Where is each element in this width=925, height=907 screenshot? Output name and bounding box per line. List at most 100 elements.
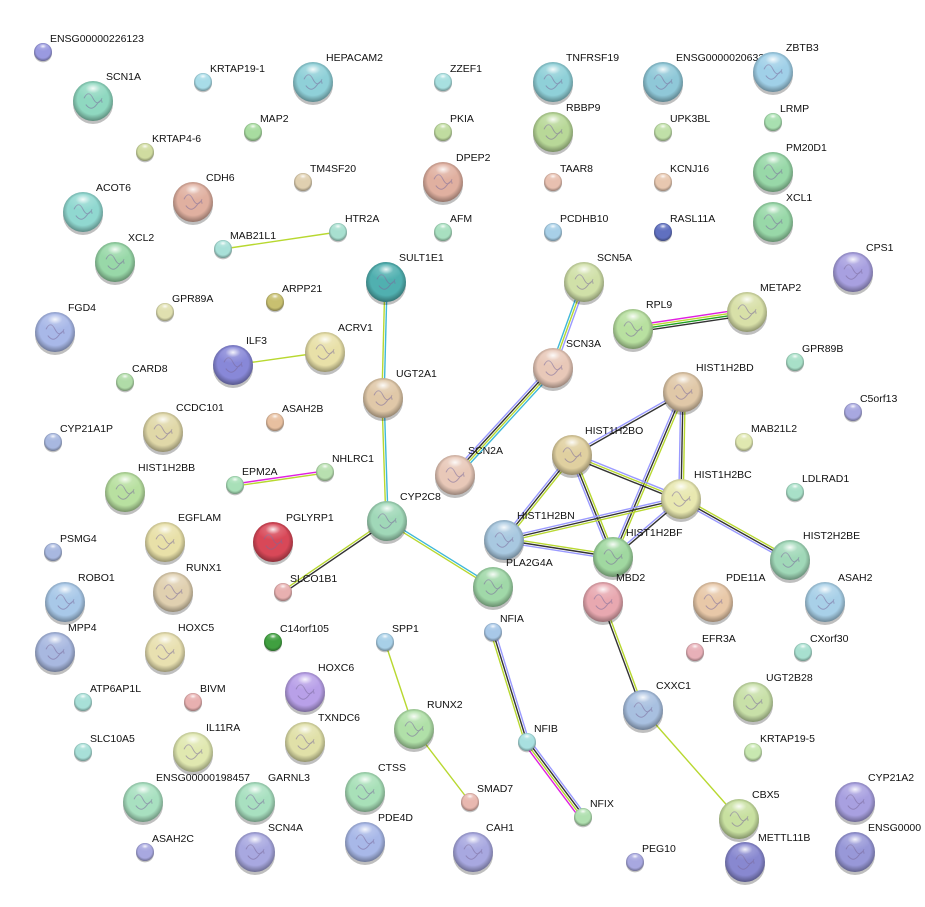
node-fgd4[interactable]: FGD4 xyxy=(35,302,96,355)
node-rasl11a[interactable]: RASL11A xyxy=(654,213,715,243)
node-nfia[interactable]: NFIA xyxy=(484,613,524,643)
node-scn3a[interactable]: SCN3A xyxy=(533,338,601,391)
edge-mab21l1-htr2a[interactable] xyxy=(222,231,339,250)
node-hist1h2bn[interactable]: HIST1H2BN xyxy=(484,510,575,563)
node-hist2h2be[interactable]: HIST2H2BE xyxy=(770,530,860,583)
node-cyp2c8[interactable]: CYP2C8 xyxy=(367,491,441,544)
node-acrv1[interactable]: ACRV1 xyxy=(305,322,373,375)
node-smad7[interactable]: SMAD7 xyxy=(461,783,513,813)
node-cah1[interactable]: CAH1 xyxy=(453,822,514,875)
edge-hist1h2bc-hist1h2bn[interactable] xyxy=(503,496,682,543)
node-garnl3[interactable]: GARNL3 xyxy=(235,772,310,825)
node-hist1h2bd[interactable]: HIST1H2BD xyxy=(663,362,754,415)
node-ensg0000[interactable]: ENSG0000 xyxy=(835,822,921,875)
node-cbx5[interactable]: CBX5 xyxy=(719,789,780,842)
node-mbd2[interactable]: MBD2 xyxy=(583,572,645,625)
edge-ugt2a1-cyp2c8[interactable] xyxy=(381,397,389,522)
edge-hist1h2bc-hist2h2be[interactable] xyxy=(679,496,792,563)
node-efr3a[interactable]: EFR3A xyxy=(686,633,736,663)
node-acot6[interactable]: ACOT6 xyxy=(63,182,131,235)
node-pm20d1[interactable]: PM20D1 xyxy=(753,142,827,195)
node-gpr89a[interactable]: GPR89A xyxy=(156,293,213,323)
node-pde4d[interactable]: PDE4D xyxy=(345,812,413,865)
node-txndc6[interactable]: TXNDC6 xyxy=(285,712,360,765)
node-krtap4-6[interactable]: KRTAP4-6 xyxy=(136,133,201,163)
node-kcnj16[interactable]: KCNJ16 xyxy=(654,163,709,193)
node-ugt2b28[interactable]: UGT2B28 xyxy=(733,672,813,725)
edge-epm2a-nhlrc1[interactable] xyxy=(234,470,326,487)
node-tnfrsf19[interactable]: TNFRSF19 xyxy=(533,52,619,105)
edge-hist1h2bd-hist1h2bf[interactable] xyxy=(610,390,686,559)
node-taar8[interactable]: TAAR8 xyxy=(544,163,593,193)
node-nfix[interactable]: NFIX xyxy=(574,798,614,828)
node-pla2g4a[interactable]: PLA2G4A xyxy=(473,557,553,610)
edge-hist1h2bd-hist1h2bo[interactable] xyxy=(571,390,684,457)
node-tm4sf20[interactable]: TM4SF20 xyxy=(294,163,356,193)
node-pkia[interactable]: PKIA xyxy=(434,113,474,143)
edge-cxxc1-cbx5[interactable] xyxy=(642,709,740,820)
node-c14orf105[interactable]: C14orf105 xyxy=(264,623,329,653)
node-scn1a[interactable]: SCN1A xyxy=(73,71,141,124)
node-cyp21a1p[interactable]: CYP21A1P xyxy=(44,423,113,453)
node-atp6ap1l[interactable]: ATP6AP1L xyxy=(74,683,141,713)
node-pde11a[interactable]: PDE11A xyxy=(693,572,766,625)
node-ensg00000206338[interactable]: ENSG00000206338 xyxy=(643,52,770,105)
node-cdh6[interactable]: CDH6 xyxy=(173,172,235,225)
node-krtap19-5[interactable]: KRTAP19-5 xyxy=(744,733,815,763)
edge-nfia-nfib[interactable] xyxy=(490,631,530,743)
node-slco1b1[interactable]: SLCO1B1 xyxy=(274,573,337,603)
edge-nfib-nfix[interactable] xyxy=(523,739,587,820)
node-epm2a[interactable]: EPM2A xyxy=(226,466,278,496)
node-spp1[interactable]: SPP1 xyxy=(376,623,419,653)
node-mab21l1[interactable]: MAB21L1 xyxy=(214,230,276,260)
node-ldlrad1[interactable]: LDLRAD1 xyxy=(786,473,849,503)
node-nfib[interactable]: NFIB xyxy=(518,723,558,753)
node-ilf3[interactable]: ILF3 xyxy=(213,335,267,388)
node-asah2b[interactable]: ASAH2B xyxy=(266,403,323,433)
node-nhlrc1[interactable]: NHLRC1 xyxy=(316,453,374,483)
node-hist1h2bf[interactable]: HIST1H2BF xyxy=(593,527,683,580)
node-cxxc1[interactable]: CXXC1 xyxy=(623,680,691,733)
node-asah2[interactable]: ASAH2 xyxy=(805,572,873,625)
node-scn2a[interactable]: SCN2A xyxy=(435,445,503,498)
node-slc10a5[interactable]: SLC10A5 xyxy=(74,733,135,763)
node-hoxc5[interactable]: HOXC5 xyxy=(145,622,214,675)
node-upk3bl[interactable]: UPK3BL xyxy=(654,113,710,143)
node-peg10[interactable]: PEG10 xyxy=(626,843,676,873)
node-ensg00000226123[interactable]: ENSG00000226123 xyxy=(34,33,144,63)
node-ensg00000198457[interactable]: ENSG00000198457 xyxy=(123,772,250,825)
node-il11ra[interactable]: IL11RA xyxy=(173,722,240,775)
node-krtap19-1[interactable]: KRTAP19-1 xyxy=(194,63,265,93)
node-scn4a[interactable]: SCN4A xyxy=(235,822,303,875)
node-c5orf13[interactable]: C5orf13 xyxy=(844,393,897,423)
node-zbtb3[interactable]: ZBTB3 xyxy=(753,42,819,95)
node-psmg4[interactable]: PSMG4 xyxy=(44,533,97,563)
node-asah2c[interactable]: ASAH2C xyxy=(136,833,194,863)
node-hist1h2bb[interactable]: HIST1H2BB xyxy=(105,462,195,515)
node-pglyrp1[interactable]: PGLYRP1 xyxy=(253,512,334,565)
node-metap2[interactable]: METAP2 xyxy=(727,282,801,335)
node-runx1[interactable]: RUNX1 xyxy=(153,562,222,615)
node-runx2[interactable]: RUNX2 xyxy=(394,699,463,752)
node-mpp4[interactable]: MPP4 xyxy=(35,622,97,675)
node-arpp21[interactable]: ARPP21 xyxy=(266,283,322,313)
node-zzef1[interactable]: ZZEF1 xyxy=(434,63,482,93)
node-ugt2a1[interactable]: UGT2A1 xyxy=(363,368,437,421)
node-card8[interactable]: CARD8 xyxy=(116,363,168,393)
node-gpr89b[interactable]: GPR89B xyxy=(786,343,843,373)
node-hist1h2bc[interactable]: HIST1H2BC xyxy=(661,469,752,522)
node-cxorf30[interactable]: CXorf30 xyxy=(794,633,849,663)
node-lrmp[interactable]: LRMP xyxy=(764,103,809,133)
edge-cyp2c8-pla2g4a[interactable] xyxy=(386,519,494,589)
node-ctss[interactable]: CTSS xyxy=(345,762,406,815)
node-cyp21a2[interactable]: CYP21A2 xyxy=(835,772,914,825)
node-rpl9[interactable]: RPL9 xyxy=(613,299,672,352)
node-hepacam2[interactable]: HEPACAM2 xyxy=(293,52,383,105)
node-hoxc6[interactable]: HOXC6 xyxy=(285,662,354,715)
node-xcl1[interactable]: XCL1 xyxy=(753,192,812,245)
node-bivm[interactable]: BIVM xyxy=(184,683,226,713)
node-xcl2[interactable]: XCL2 xyxy=(95,232,154,285)
node-htr2a[interactable]: HTR2A xyxy=(329,213,379,243)
node-pcdhb10[interactable]: PCDHB10 xyxy=(544,213,609,243)
node-mab21l2[interactable]: MAB21L2 xyxy=(735,423,797,453)
